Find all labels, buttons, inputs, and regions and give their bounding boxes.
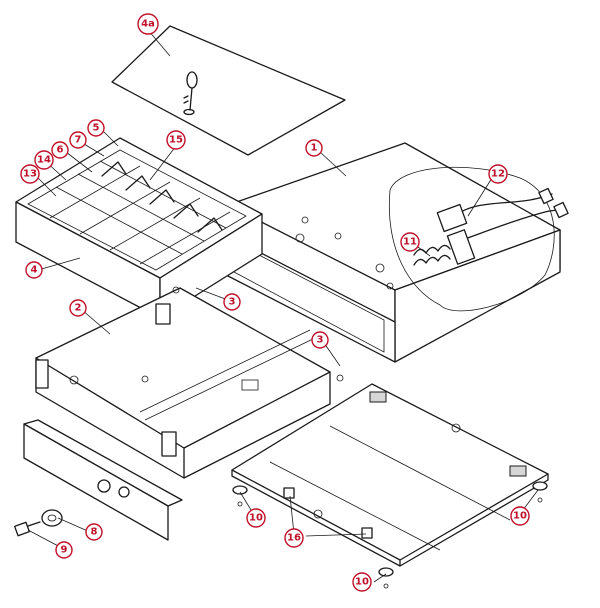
brackets <box>283 487 373 539</box>
callout-5: 5 <box>87 119 105 137</box>
callout-15: 15 <box>166 130 186 150</box>
callout-2: 2 <box>69 299 87 317</box>
svg-text:7: 7 <box>75 135 82 146</box>
svg-text:2: 2 <box>75 303 82 314</box>
svg-text:13: 13 <box>23 169 37 180</box>
svg-text:3: 3 <box>229 297 236 308</box>
bottom-plate <box>231 383 549 567</box>
callout-10-right: 10 <box>510 506 530 526</box>
svg-text:4: 4 <box>31 265 38 276</box>
callout-13: 13 <box>20 164 40 184</box>
svg-text:16: 16 <box>287 533 301 544</box>
callout-8: 8 <box>85 523 103 541</box>
rubber-foot <box>232 481 548 577</box>
svg-text:4a: 4a <box>141 19 155 30</box>
svg-text:5: 5 <box>93 123 100 134</box>
drawer-frame <box>35 287 331 479</box>
lock-key-icon <box>14 521 41 537</box>
callout-3-lower: 3 <box>311 331 329 349</box>
screws <box>172 286 543 589</box>
svg-text:15: 15 <box>169 135 183 146</box>
svg-text:6: 6 <box>57 145 64 156</box>
svg-text:3: 3 <box>317 335 324 346</box>
callout-3-upper: 3 <box>223 293 241 311</box>
callout-1: 1 <box>305 139 323 157</box>
svg-text:11: 11 <box>403 237 417 248</box>
callout-16: 16 <box>284 528 304 548</box>
svg-text:12: 12 <box>491 169 505 180</box>
callout-7: 7 <box>69 131 87 149</box>
svg-text:9: 9 <box>61 545 68 556</box>
cabinet-housing <box>227 142 569 363</box>
svg-text:1: 1 <box>311 143 318 154</box>
callout-10-left: 10 <box>246 508 266 528</box>
svg-text:8: 8 <box>91 527 98 538</box>
lock-cylinder <box>41 509 63 527</box>
callout-10-bottom: 10 <box>352 572 372 592</box>
drawer-front-panel <box>23 419 183 541</box>
callout-14: 14 <box>34 150 54 170</box>
callout-4: 4 <box>25 261 43 279</box>
cash-drawer <box>15 137 263 319</box>
svg-text:10: 10 <box>513 511 527 522</box>
callout-12: 12 <box>488 164 508 184</box>
key-icon <box>183 71 198 116</box>
callout-9: 9 <box>55 541 73 559</box>
svg-text:14: 14 <box>37 155 51 166</box>
key-sheet <box>111 25 346 156</box>
svg-text:10: 10 <box>249 513 263 524</box>
callout-6: 6 <box>51 141 69 159</box>
callout-11: 11 <box>400 232 420 252</box>
callout-4a: 4a <box>137 13 159 35</box>
svg-text:10: 10 <box>355 577 369 588</box>
